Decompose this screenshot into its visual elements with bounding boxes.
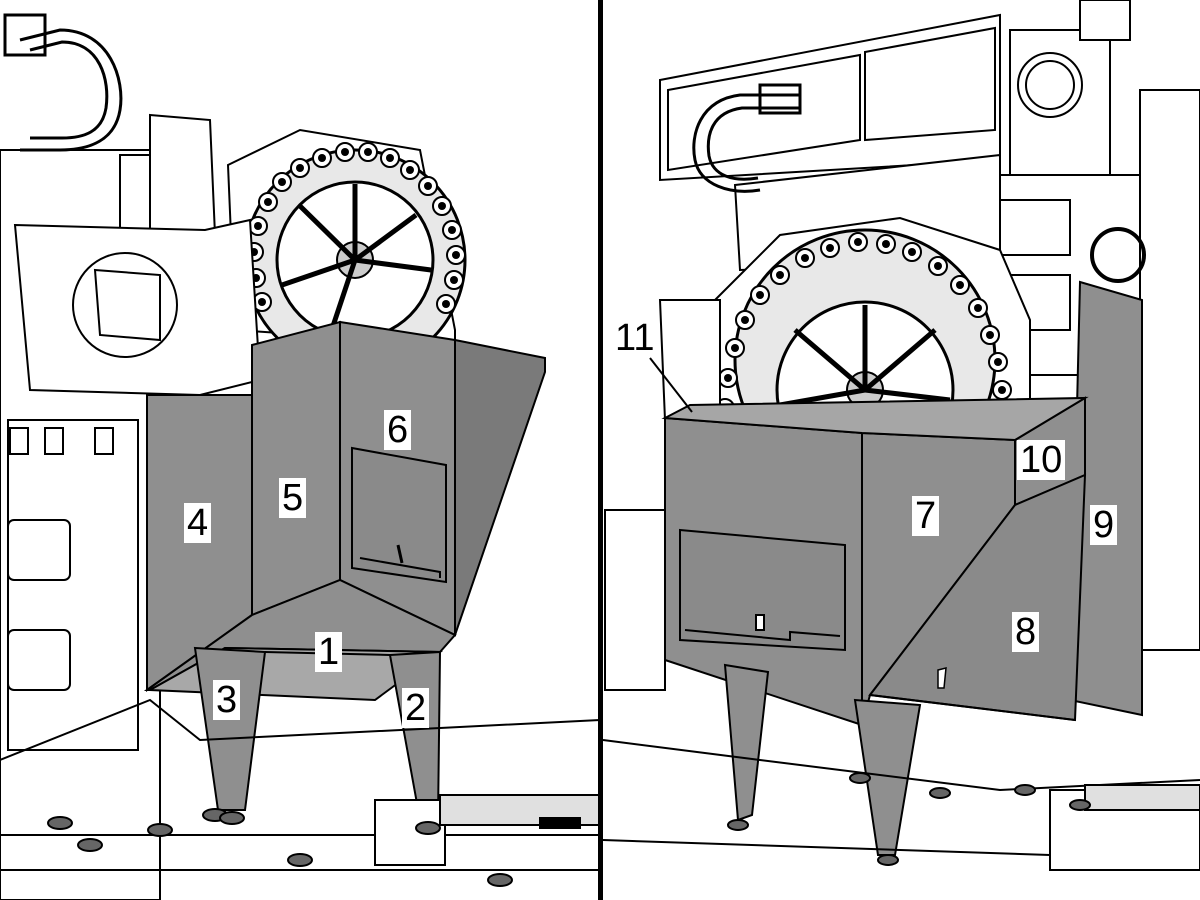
left-cable-chain — [3, 13, 123, 152]
right-leg-left — [723, 663, 770, 822]
right-cable-chain — [692, 83, 802, 193]
callout-9: 9 — [1090, 505, 1118, 545]
panel-5 — [251, 320, 341, 617]
callout-4: 4 — [184, 503, 212, 543]
callout-8: 8 — [1012, 612, 1040, 652]
callout-3: 3 — [213, 680, 241, 720]
leg-3 — [193, 646, 267, 811]
callout-2: 2 — [402, 688, 430, 728]
panel-divider — [598, 0, 603, 900]
right-leg-front — [853, 698, 922, 856]
callout-1: 1 — [315, 632, 343, 672]
panel-side-slope — [454, 338, 546, 636]
right-base — [602, 739, 1200, 871]
right-enclosure-panels — [661, 280, 1143, 856]
left-enclosure-panels — [143, 320, 546, 821]
right-side-housing — [604, 299, 721, 691]
leg-2 — [388, 650, 442, 821]
callout-10: 10 — [1017, 440, 1066, 480]
callout-5: 5 — [279, 478, 307, 518]
left-spindle-housing — [13, 218, 262, 397]
left-base — [0, 698, 601, 887]
right-view — [602, 0, 1200, 871]
callout-11: 11 — [615, 317, 655, 359]
callout-7: 7 — [912, 496, 940, 536]
callout-6: 6 — [384, 410, 412, 450]
callout-11-leader — [649, 357, 693, 413]
left-view — [0, 13, 601, 900]
